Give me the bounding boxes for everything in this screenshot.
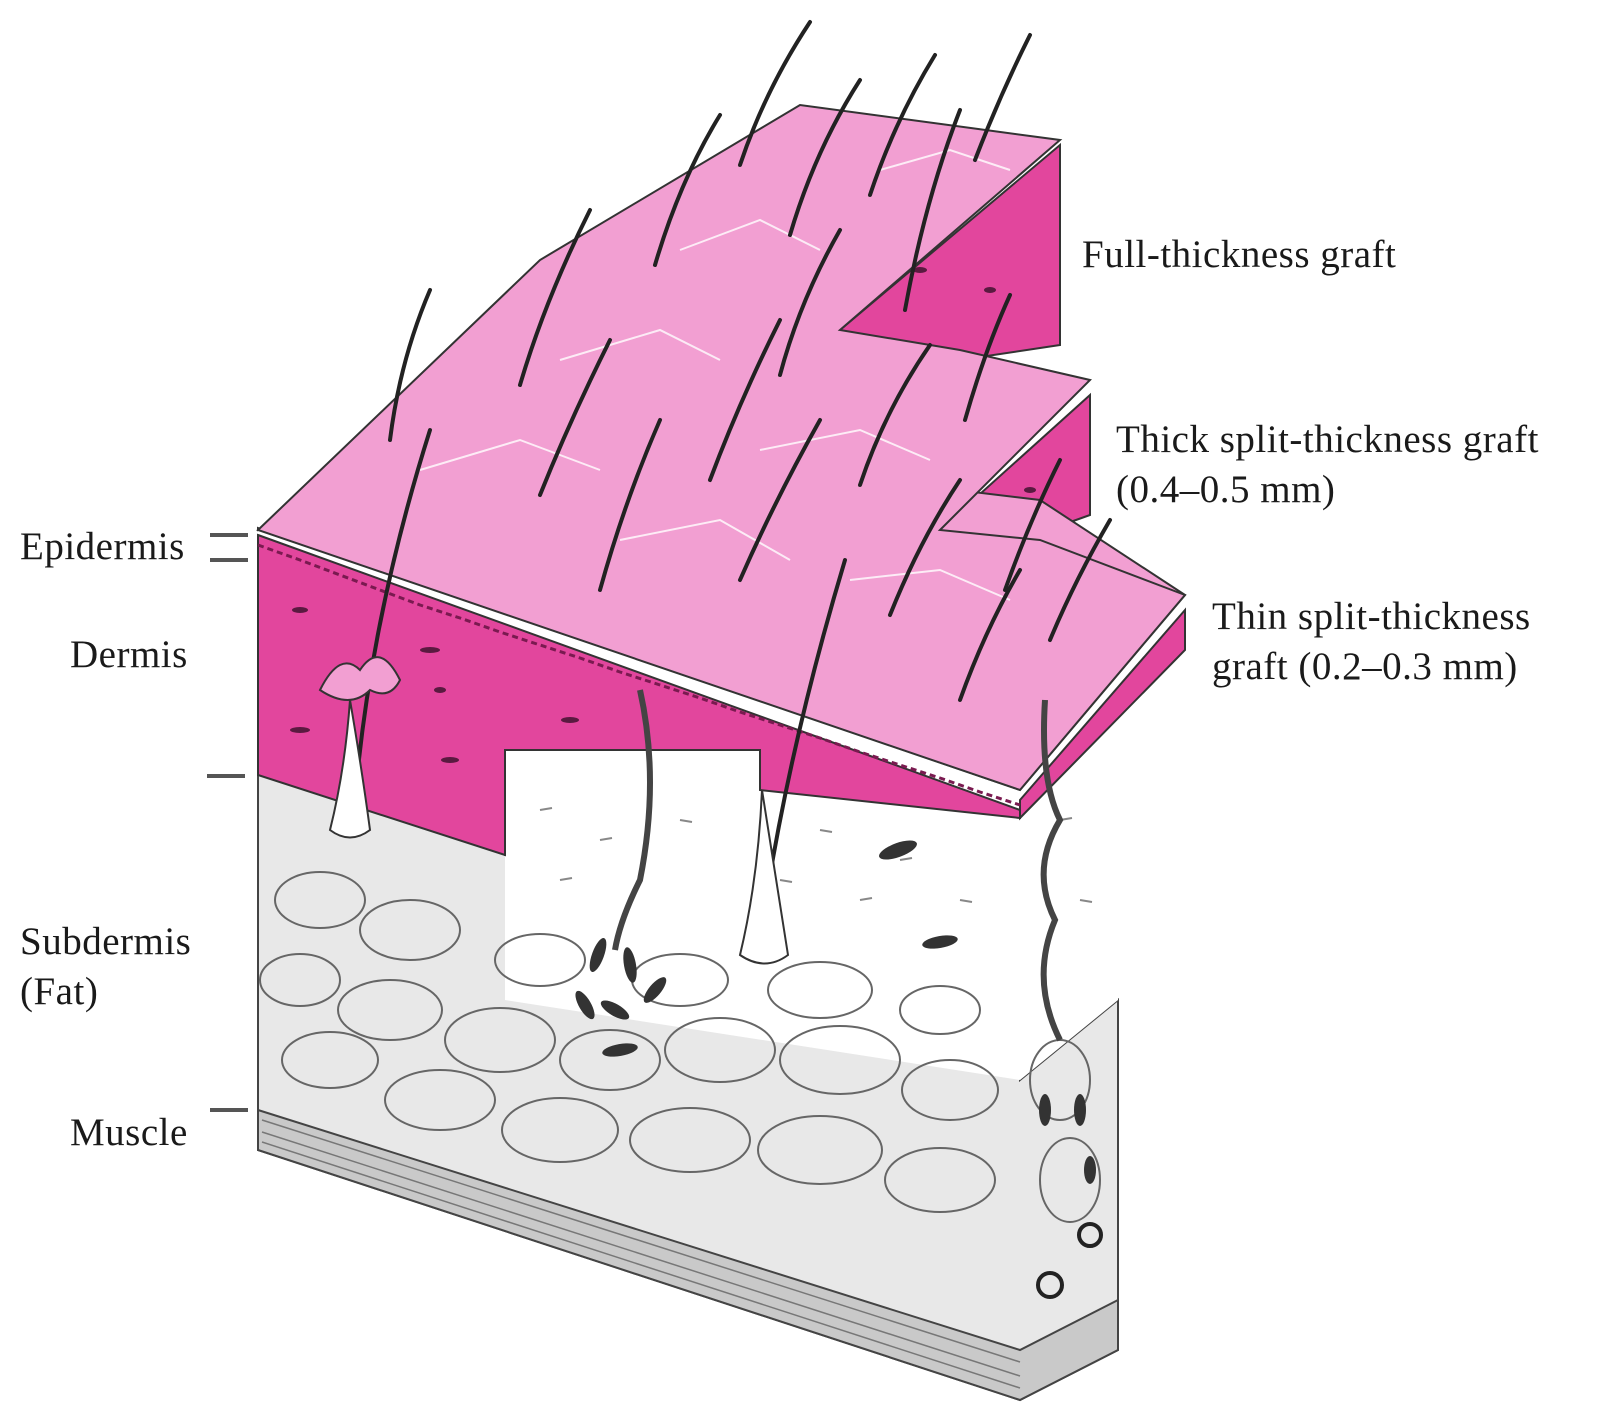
label-muscle: Muscle (70, 1108, 188, 1158)
label-subdermis-line1: Subdermis (20, 917, 191, 967)
label-thin-split-line2: graft (0.2–0.3 mm) (1212, 642, 1531, 692)
fat-layer (258, 740, 1118, 1400)
label-thin-split-line1: Thin split-thickness (1212, 592, 1531, 642)
label-epidermis: Epidermis (20, 522, 185, 572)
label-dermis: Dermis (70, 630, 188, 680)
label-subdermis: Subdermis (Fat) (20, 917, 191, 1017)
label-full-thickness-graft: Full-thickness graft (1082, 230, 1396, 280)
label-thick-split-line2: (0.4–0.5 mm) (1116, 465, 1539, 515)
label-subdermis-line2: (Fat) (20, 967, 191, 1017)
epidermis-tick-bottom (210, 558, 248, 562)
label-thin-split-graft: Thin split-thickness graft (0.2–0.3 mm) (1212, 592, 1531, 692)
label-thick-split-graft: Thick split-thickness graft (0.4–0.5 mm) (1116, 415, 1539, 515)
dermis-tick (207, 774, 245, 778)
label-thick-split-line1: Thick split-thickness graft (1116, 415, 1539, 465)
muscle-tick (210, 1108, 248, 1112)
epidermis-tick-top (210, 533, 248, 537)
